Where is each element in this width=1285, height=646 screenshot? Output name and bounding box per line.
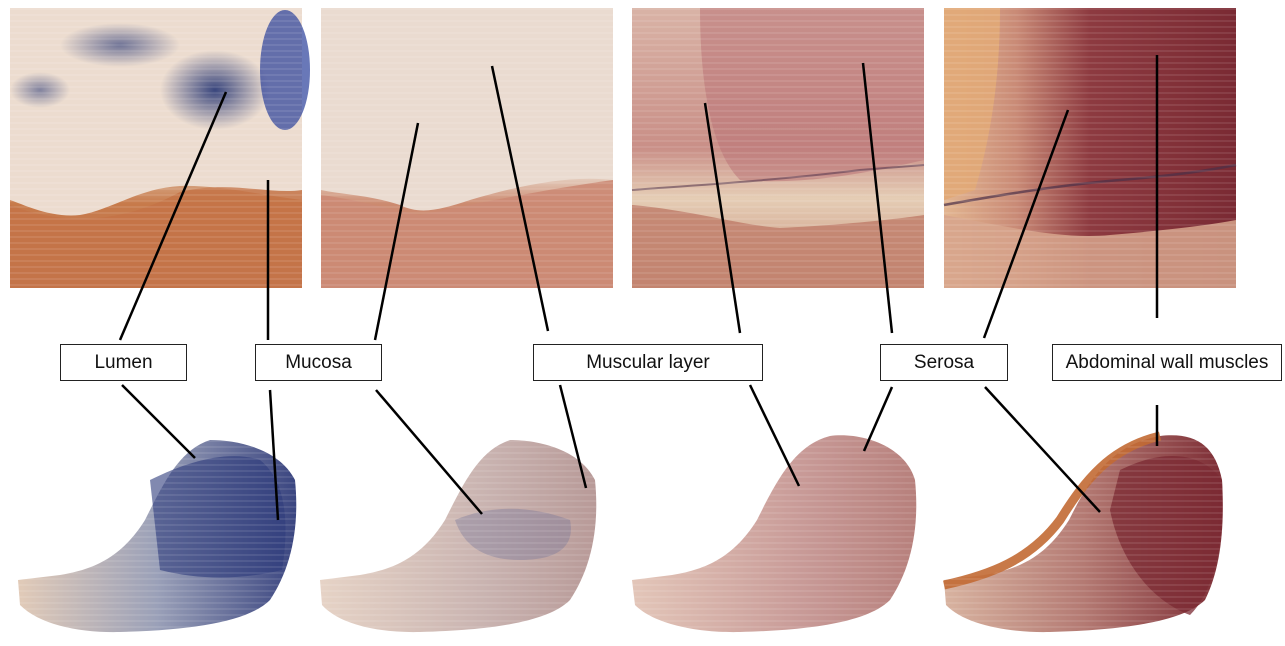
label-abdominal-wall-muscles: Abdominal wall muscles [1052,344,1282,381]
bottom-render-serosa [944,435,1223,632]
bottom-render-lumen [18,440,296,632]
bottom-render-muscular [632,435,916,632]
top-panel-muscular [632,8,924,288]
top-panel-serosa [944,8,1236,288]
top-panel-mucosa [321,8,613,288]
label-muscular-layer: Muscular layer [533,344,763,381]
lumen-line-bottom [122,385,195,458]
label-lumen: Lumen [60,344,187,381]
serosa-line-bottom-right [985,387,1100,512]
bottom-render-mucosa [320,440,596,632]
label-mucosa: Mucosa [255,344,382,381]
mucosa-line-bottom-right [376,390,482,514]
muscular-line-bottom-right [750,385,799,486]
serosa-line-bottom-left [864,387,892,451]
label-serosa: Serosa [880,344,1008,381]
